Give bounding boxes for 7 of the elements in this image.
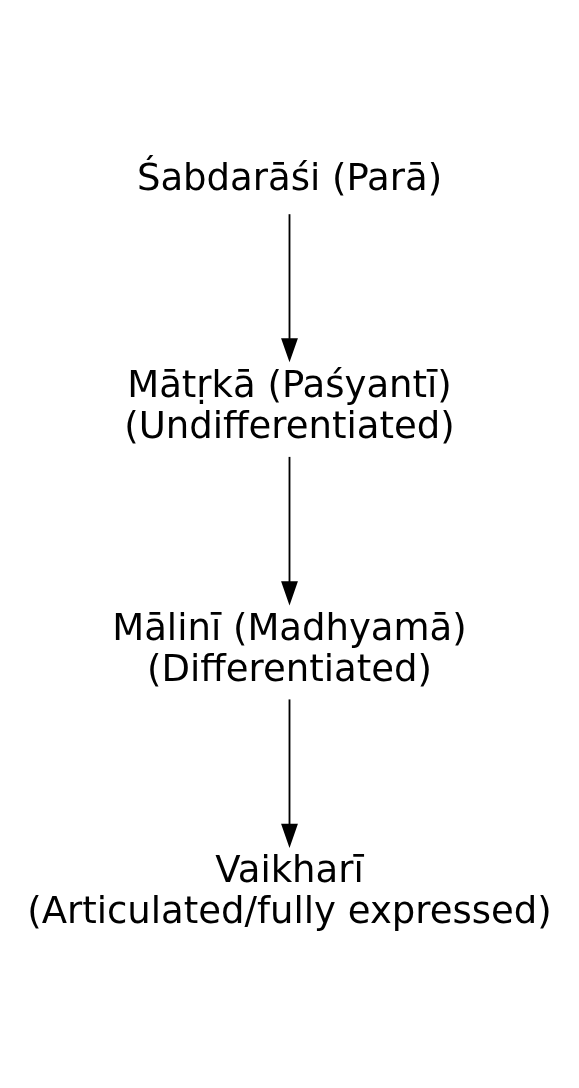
node-text: Mātṛkā (Paśyantī) (Undifferentiated)	[124, 362, 455, 447]
node-text: Śabdarāśi (Parā)	[136, 155, 443, 199]
node-text: Mālinī (Madhyamā) (Differentiated)	[112, 605, 467, 690]
node-text: Vaikharī (Articulated/fully expressed)	[27, 847, 552, 932]
arrow	[281, 212, 298, 362]
arrow	[281, 455, 298, 605]
arrow	[281, 698, 298, 848]
